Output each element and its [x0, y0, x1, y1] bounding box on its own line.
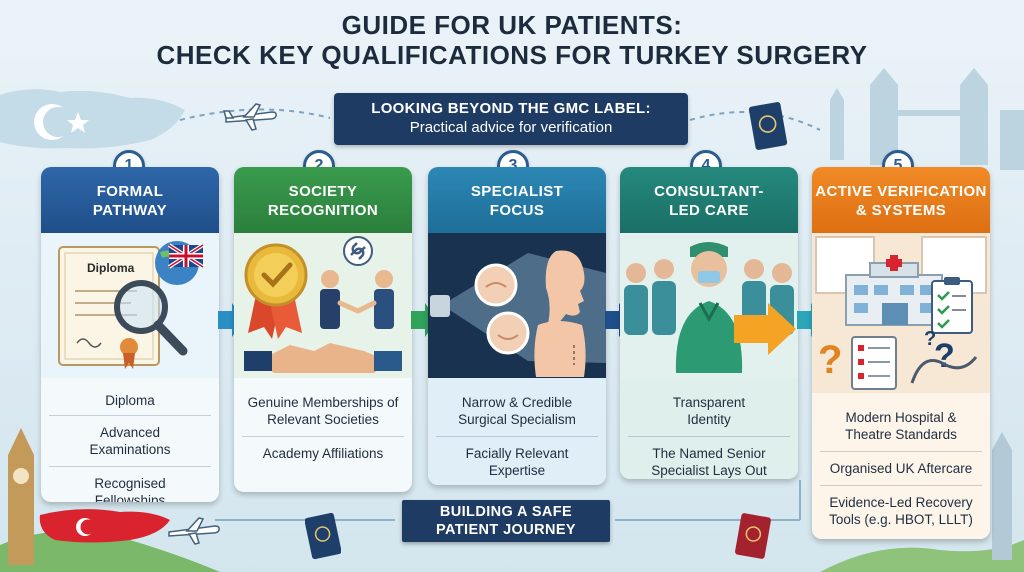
subtitle-banner: LOOKING BEYOND THE GMC LABEL: Practical …: [334, 93, 688, 145]
list-item: Organised UK Aftercare: [820, 451, 982, 485]
footer-line-1: BUILDING A SAFE: [439, 504, 573, 520]
list-item: Genuine Memberships of Relevant Societie…: [247, 395, 399, 427]
step-title: ACTIVE VERIFICATION & SYSTEMS: [812, 167, 990, 233]
step-title-line: ACTIVE VERIFICATION: [815, 183, 987, 200]
step-items: Genuine Memberships of Relevant Societie…: [234, 378, 412, 470]
step-title-line: SOCIETY: [288, 183, 358, 200]
step-illustration: ? ? ?: [812, 233, 990, 393]
airplane-icon: [168, 517, 220, 545]
step-title-line: CONSULTANT-: [654, 183, 764, 200]
list-item: Recognised Fellowships: [49, 466, 211, 502]
list-item: Narrow & Credible Surgical Specialism: [458, 395, 576, 427]
step-title-line: FORMAL: [96, 183, 164, 200]
step-title-line: LED CARE: [669, 202, 749, 219]
list-item: Transparent Identity: [672, 395, 746, 427]
step-title: SOCIETY RECOGNITION: [234, 167, 412, 233]
step-title-line: SPECIALIST: [470, 183, 564, 200]
footer-line-2: PATIENT JOURNEY: [435, 522, 576, 538]
list-item: Diploma: [105, 393, 155, 408]
list-item: Academy Affiliations: [242, 436, 404, 470]
hospital-checklist-illustration: ? ? ?: [812, 233, 990, 393]
medal-handshake-illustration: [244, 236, 402, 373]
step-title: SPECIALIST FOCUS: [428, 167, 606, 233]
step-illustration: [428, 233, 606, 378]
step-card-formal-pathway: FORMAL PATHWAY Diploma: [41, 167, 219, 502]
step-illustration: [620, 233, 798, 378]
banner-line-1: LOOKING BEYOND THE GMC LABEL:: [371, 100, 651, 117]
list-item: Facially Relevant Expertise: [436, 436, 598, 485]
passport-icon: [748, 102, 788, 150]
title-line-2: CHECK KEY QUALIFICATIONS FOR TURKEY SURG…: [156, 40, 868, 70]
passport-icon: [735, 513, 771, 559]
list-item: The Named Senior Specialist Lays Out Eve…: [628, 436, 790, 479]
page-title: GUIDE FOR UK PATIENTS: CHECK KEY QUALIFI…: [0, 10, 1024, 70]
banner-line-2: Practical advice for verification: [409, 119, 613, 136]
step-items: Narrow & Credible Surgical Specialism Fa…: [428, 378, 606, 485]
step-items: Diploma Advanced Examinations Recognised…: [41, 378, 219, 502]
airplane-icon: [223, 103, 277, 131]
svg-text:?: ?: [924, 328, 936, 350]
footer-banner: BUILDING A SAFE PATIENT JOURNEY: [402, 500, 610, 542]
step-title-line: PATHWAY: [92, 202, 168, 219]
surgeon-team-illustration: [624, 242, 796, 373]
step-card-society-recognition: SOCIETY RECOGNITION Gen: [234, 167, 412, 492]
title-line-1: GUIDE FOR UK PATIENTS:: [341, 10, 683, 40]
list-item: Modern Hospital & Theatre Standards: [845, 410, 957, 442]
step-illustration: [234, 233, 412, 378]
list-item: Evidence-Led Recovery Tools (e.g. HBOT, …: [820, 485, 982, 536]
diploma-illustration: [58, 241, 205, 369]
step-illustration: Diploma: [41, 233, 219, 378]
step-card-specialist-focus: SPECIALIST FOCUS Narrow & Credible Surgi…: [428, 167, 606, 485]
step-items: Transparent Identity The Named Senior Sp…: [620, 378, 798, 479]
step-title: FORMAL PATHWAY: [41, 167, 219, 233]
step-title-line: & SYSTEMS: [855, 202, 947, 219]
step-card-consultant-led-care: CONSULTANT- LED CARE Transparent Identit…: [620, 167, 798, 479]
step-title: CONSULTANT- LED CARE: [620, 167, 798, 233]
passport-icon: [305, 512, 341, 560]
list-item: Advanced Examinations: [49, 415, 211, 466]
step-card-active-verification: ACTIVE VERIFICATION & SYSTEMS: [812, 167, 990, 539]
svg-text:?: ?: [818, 338, 842, 382]
diploma-label: Diploma: [87, 261, 135, 275]
step-title-line: RECOGNITION: [267, 202, 379, 219]
svg-text:?: ?: [934, 337, 955, 375]
spotlight-illustration: [430, 250, 606, 377]
step-title-line: FOCUS: [489, 202, 545, 219]
step-items: Modern Hospital & Theatre Standards Orga…: [812, 393, 990, 539]
